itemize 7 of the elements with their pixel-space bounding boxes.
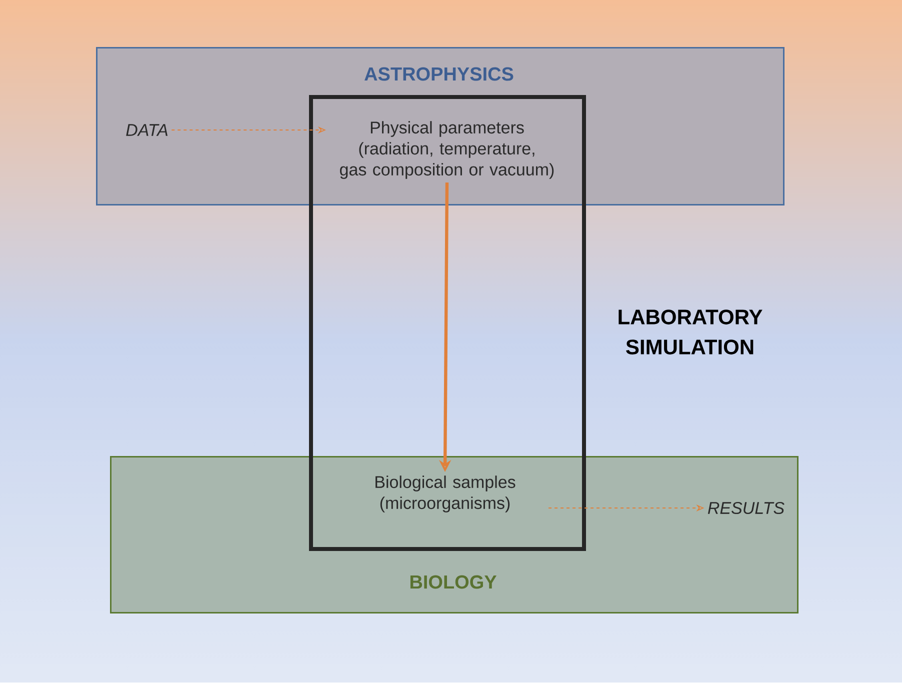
- caption-text: RESULTS: [708, 502, 784, 514]
- node-text: Physical parameters (radiation, temperature, gas composition or vacuum): [340, 121, 554, 179]
- frame-label: LABORATORY SIMULATION: [618, 310, 762, 354]
- band-title: ASTROPHYSICS: [364, 67, 514, 81]
- node-text: Biological samples (microorganisms): [376, 476, 516, 512]
- caption-text: DATA: [126, 124, 168, 136]
- band-title: BIOLOGY: [410, 575, 496, 589]
